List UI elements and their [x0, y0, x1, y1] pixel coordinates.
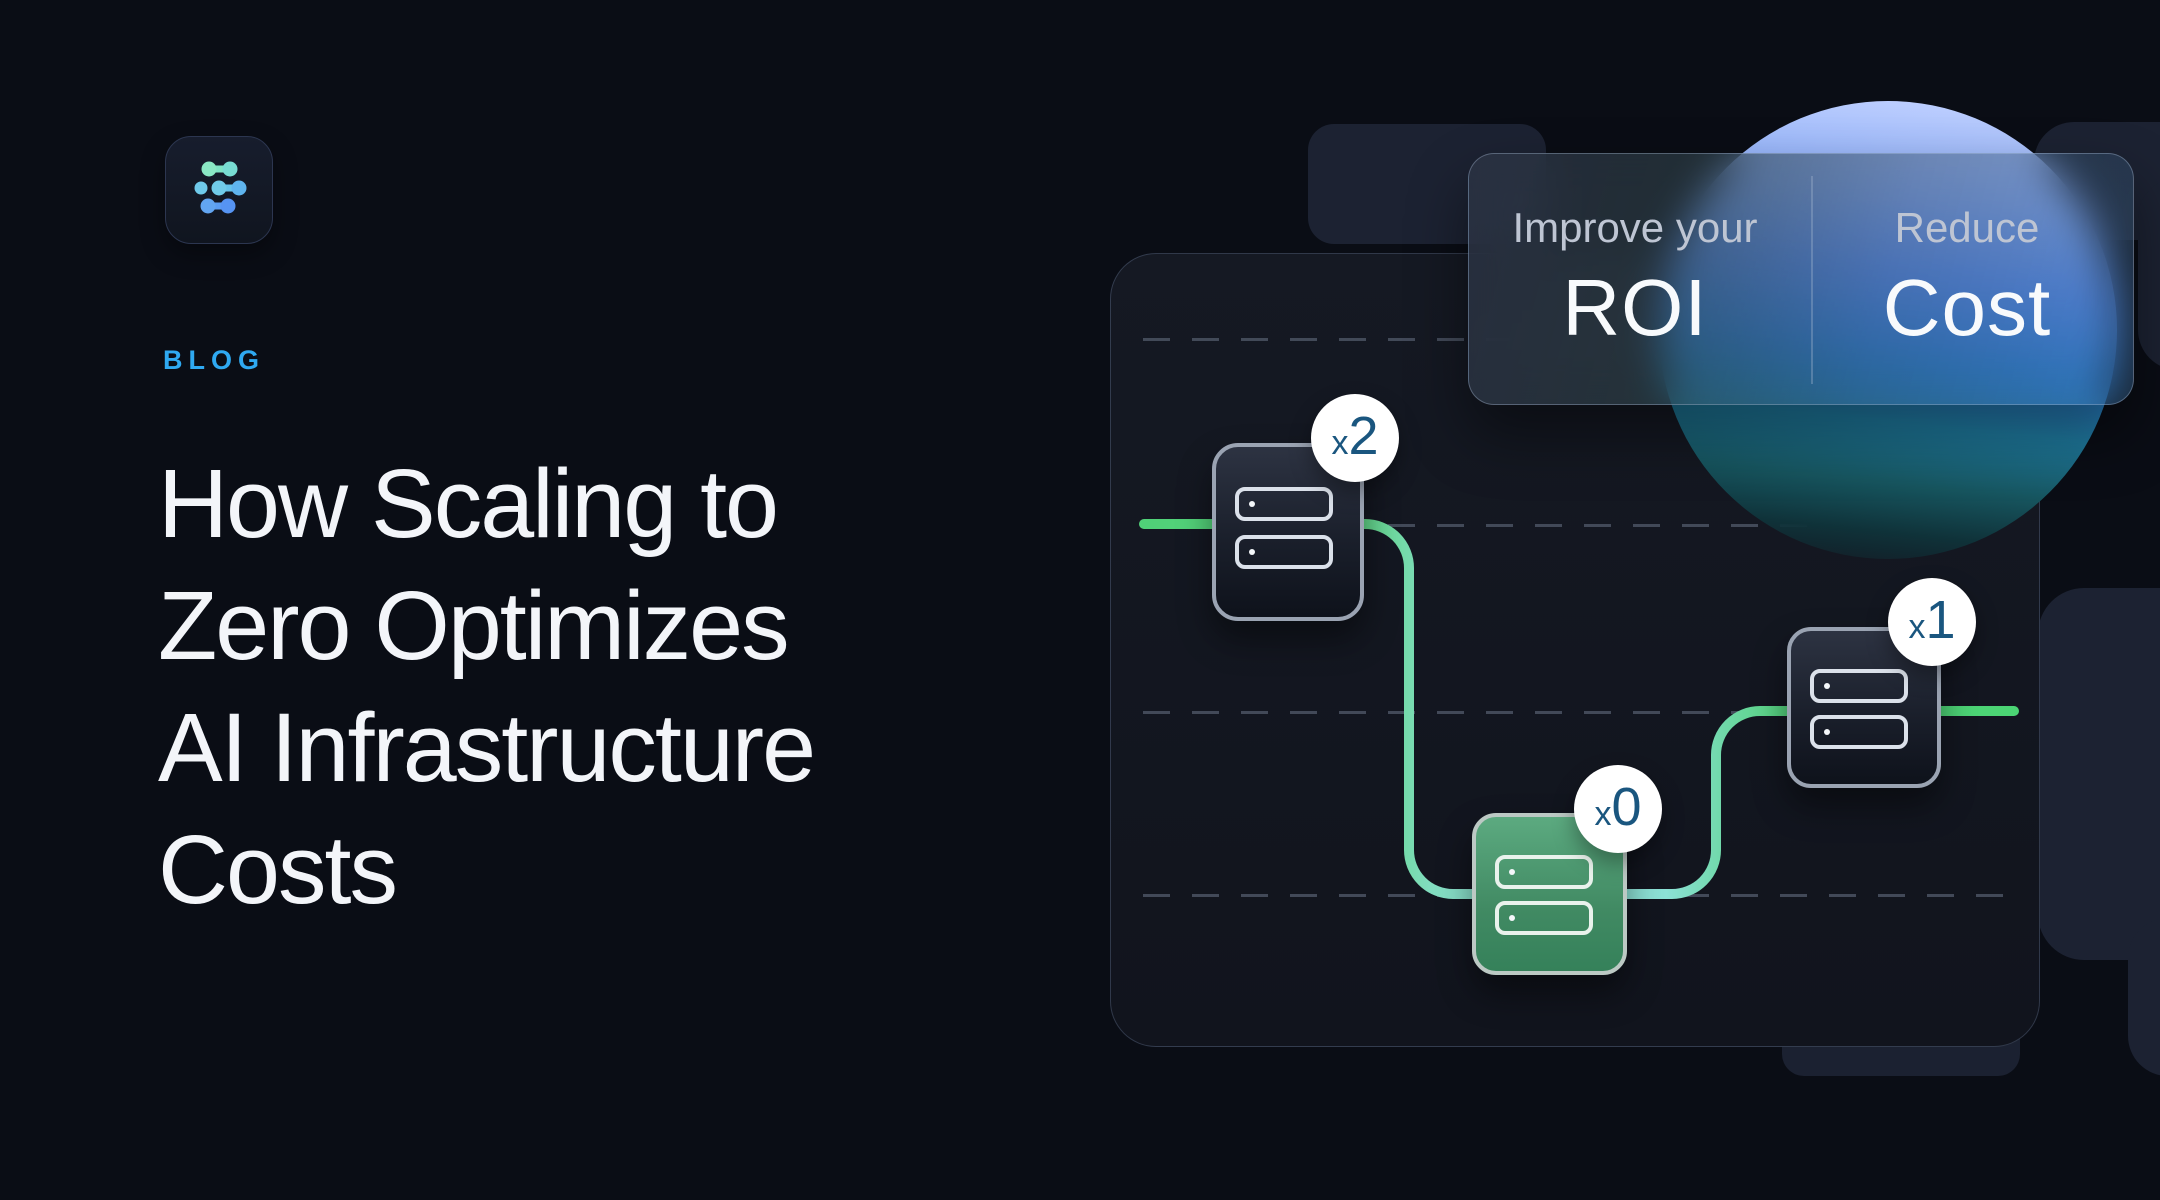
molecule-logo-icon — [186, 155, 252, 226]
cost-panel: Reduce Cost — [1801, 154, 2133, 404]
dashed-gridline-3 — [1143, 711, 2015, 714]
server-led-dot — [1249, 549, 1255, 555]
server-led-dot — [1509, 869, 1515, 875]
badge-count: 0 — [1611, 777, 1642, 837]
page-title: How Scaling to Zero Optimizes AI Infrast… — [158, 443, 1138, 931]
title-line-1: How Scaling to — [158, 449, 779, 558]
badge-prefix: x — [1331, 424, 1349, 462]
card-divider — [1811, 176, 1813, 384]
decor-rounded-rect-right-mid — [2038, 588, 2160, 960]
server-slot — [1810, 669, 1908, 703]
server-led-dot — [1824, 729, 1830, 735]
cost-panel-value: Cost — [1882, 263, 2052, 352]
server-slot — [1495, 901, 1593, 935]
server-slot — [1235, 487, 1333, 521]
replica-count-badge-x2: x2 — [1311, 394, 1399, 482]
server-slot — [1235, 535, 1333, 569]
brand-logo[interactable] — [165, 136, 273, 244]
title-line-3: AI Infrastructure — [158, 693, 816, 802]
decor-rounded-rect-right-strip — [2138, 178, 2160, 370]
server-slot — [1495, 855, 1593, 889]
replica-count-badge-x0: x0 — [1574, 765, 1662, 853]
badge-prefix: x — [1594, 795, 1612, 833]
dashed-gridline-2 — [1143, 524, 2015, 527]
replica-count-badge-x1: x1 — [1888, 578, 1976, 666]
server-slot — [1810, 715, 1908, 749]
roi-panel: Improve your ROI — [1469, 154, 1801, 404]
badge-count: 1 — [1925, 590, 1956, 650]
roi-panel-value: ROI — [1562, 263, 1708, 352]
cost-panel-label: Reduce — [1894, 204, 2040, 251]
server-led-dot — [1824, 683, 1830, 689]
roi-cost-glass-card: Improve your ROI Reduce Cost — [1468, 153, 2134, 405]
title-line-4: Costs — [158, 815, 398, 924]
badge-count: 2 — [1348, 406, 1379, 466]
server-led-dot — [1509, 915, 1515, 921]
server-card-two-replicas — [1212, 443, 1364, 621]
decor-rounded-rect-right-bottom — [2128, 918, 2160, 1076]
roi-panel-label: Improve your — [1512, 204, 1758, 251]
title-line-2: Zero Optimizes — [158, 571, 790, 680]
server-led-dot — [1249, 501, 1255, 507]
blog-eyebrow-label: BLOG — [163, 345, 265, 375]
badge-prefix: x — [1908, 608, 1926, 646]
